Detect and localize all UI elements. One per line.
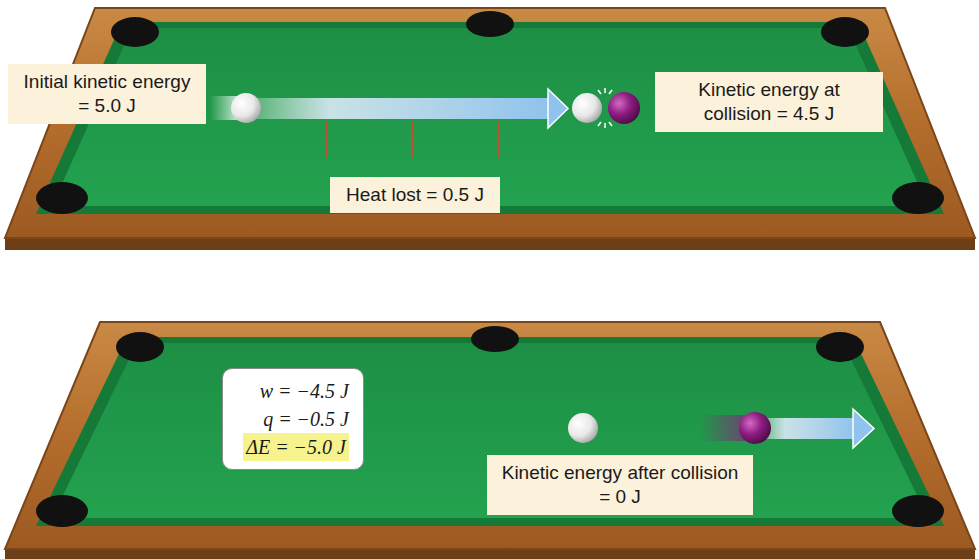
cue-ball [572,93,602,123]
energy-equation: ΔE = −5.0 J [237,433,349,461]
callout-text: Heat lost = 0.5 J [342,183,488,207]
energy-callout: Heat lost = 0.5 J [330,177,500,213]
table-cushion [36,337,944,526]
energy-equation: q = −0.5 J [237,405,349,433]
pocket [116,332,164,362]
callout-text: Kinetic energy at collision = 4.5 J [667,78,871,126]
table-edge [5,238,975,250]
pool-table-bottom [5,322,975,559]
energy-callout: Kinetic energy at collision = 4.5 J [655,72,883,132]
pool-table-top [5,8,975,250]
motion-arrow [235,98,550,119]
object-ball [739,412,771,444]
object-ball [608,92,640,124]
cue-ball [568,413,598,443]
heat-loss-mark [497,122,499,158]
pocket [821,17,869,47]
heat-loss-mark [412,122,414,158]
table-rail [5,322,975,549]
impact-burst [598,88,612,128]
energy-summary-box: w = −4.5 Jq = −0.5 JΔE = −5.0 J [222,368,364,470]
energy-equation: w = −4.5 J [237,377,349,405]
cue-ball [231,93,261,123]
pocket [816,332,864,362]
motion-arrowhead [853,409,874,448]
pocket [471,326,519,352]
pocket [111,17,159,47]
pocket [36,495,88,527]
energy-callout: Initial kinetic energy = 5.0 J [8,64,206,124]
callout-text: Initial kinetic energy = 5.0 J [20,70,194,118]
heat-loss-mark [326,122,328,158]
pocket [36,182,88,214]
highlight: ΔE = −5.0 J [243,433,349,461]
energy-callout: Kinetic energy after collision = 0 J [487,455,753,515]
pocket [892,182,944,214]
table-rail [5,8,975,238]
callout-text: Kinetic energy after collision = 0 J [499,461,741,509]
table-edge [5,549,975,559]
pocket [466,11,514,37]
table-felt [52,343,928,518]
motion-arrowhead [548,89,568,128]
pocket [892,495,944,527]
